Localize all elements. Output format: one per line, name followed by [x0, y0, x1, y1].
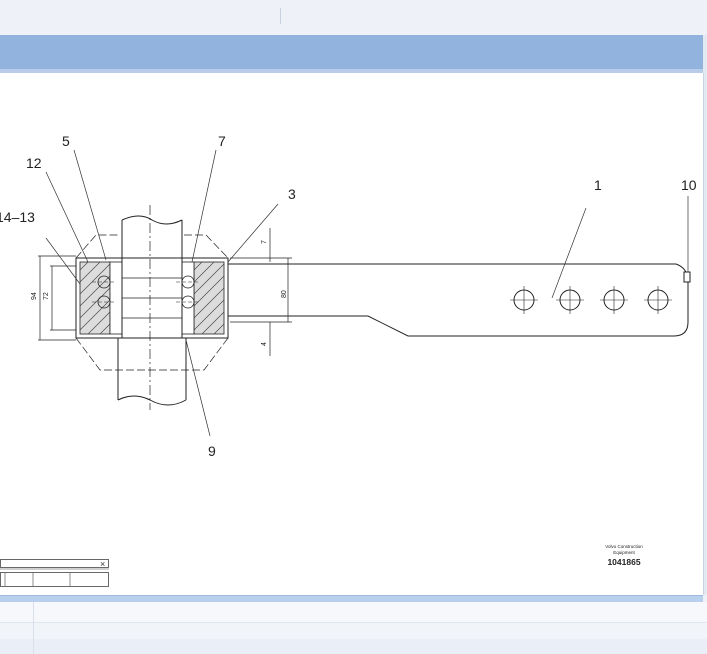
callout-12: 12	[26, 155, 42, 171]
dimension-4: 4	[261, 342, 268, 346]
toolbar-separator	[280, 8, 281, 24]
technical-drawing: 5 7 12 14–13 3 1 10 9 94 72 80 7 4 Volvo…	[0, 133, 697, 567]
bearing-housing	[75, 234, 229, 371]
callout-14-13: 14–13	[0, 209, 35, 225]
dimensions-right	[230, 228, 292, 356]
drawing-viewer[interactable]: 5 7 12 14–13 3 1 10 9 94 72 80 7 4 Volvo…	[0, 73, 704, 595]
dimension-72: 72	[43, 292, 50, 300]
title-block: Volvo Construction Equipment 1041865	[605, 544, 643, 567]
shaft	[117, 205, 187, 410]
callout-5: 5	[62, 133, 70, 149]
lever-arm	[227, 260, 691, 337]
horizontal-scrollbar[interactable]	[0, 595, 703, 602]
top-toolbar-strip	[0, 0, 707, 36]
bottom-column-divider	[33, 602, 34, 654]
lever-holes	[510, 286, 672, 314]
mini-toolbar[interactable]: ×	[0, 557, 109, 590]
vertical-scrollbar[interactable]	[703, 35, 707, 595]
document-header-bar	[0, 35, 703, 73]
bottom-panel	[0, 602, 707, 654]
part-number: 1041865	[607, 557, 640, 567]
callout-10: 10	[681, 177, 697, 193]
dimensions-left	[38, 255, 76, 341]
bottom-row-header	[0, 602, 707, 623]
dimension-7: 7	[261, 240, 268, 244]
company-line-1: Volvo Construction	[605, 544, 643, 549]
bottom-row	[0, 639, 707, 654]
dimension-80: 80	[281, 290, 288, 298]
callout-3: 3	[288, 186, 296, 202]
dimension-94: 94	[31, 292, 38, 300]
callout-9: 9	[208, 443, 216, 459]
company-line-2: Equipment	[613, 550, 635, 555]
leader-lines	[45, 149, 689, 437]
callout-7: 7	[218, 133, 226, 149]
close-icon[interactable]: ×	[100, 559, 105, 569]
callout-1: 1	[594, 177, 602, 193]
